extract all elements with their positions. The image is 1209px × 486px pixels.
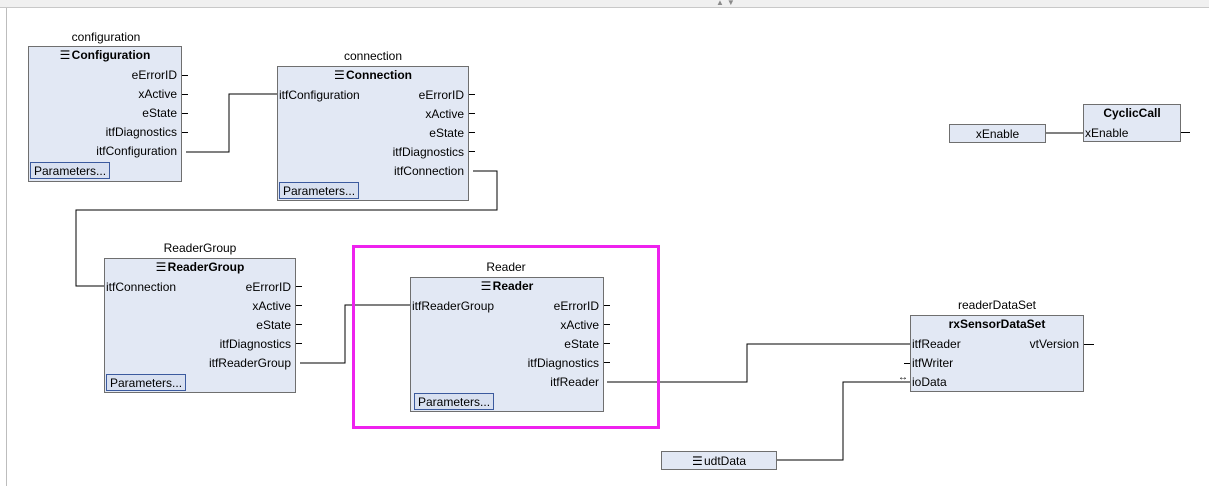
output-pin-xactive: xActive — [560, 318, 599, 332]
output-pin-xactive: xActive — [425, 107, 464, 121]
output-pin-itfconfiguration: itfConfiguration — [96, 144, 177, 158]
menu-icon[interactable]: ☰ — [480, 279, 492, 293]
input-pin-itfreadergroup: itfReaderGroup — [412, 299, 495, 313]
menu-icon[interactable]: ☰ — [59, 48, 71, 62]
editor-left-rule — [6, 8, 7, 486]
cyclic-call-block[interactable]: CyclicCall xEnable — [1083, 104, 1181, 142]
output-pin-itfreader: itfReader — [550, 375, 599, 389]
reader-block-title: ☰Reader — [480, 279, 534, 293]
connection-block[interactable]: ☰Connection itfConfiguration eErrorID xA… — [277, 66, 469, 201]
output-pin-itfdiagnostics: itfDiagnostics — [105, 125, 177, 139]
input-pin-itfconnection: itfConnection — [106, 280, 177, 294]
pin-stub — [1084, 344, 1094, 345]
pin-stub — [182, 94, 188, 95]
configuration-block[interactable]: ☰Configuration eErrorID xActive eState i… — [28, 46, 182, 182]
reader-instance-name: Reader — [486, 260, 526, 274]
menu-icon[interactable]: ☰ — [691, 454, 703, 468]
configuration-instance-name: configuration — [71, 30, 141, 44]
readergroup-block-title: ☰ReaderGroup — [155, 260, 245, 274]
connection-parameters-button[interactable]: Parameters... — [279, 182, 360, 199]
output-pin-itfdiagnostics: itfDiagnostics — [527, 356, 599, 370]
reader-parameters-button[interactable]: Parameters... — [414, 393, 495, 410]
pin-stub — [182, 75, 188, 76]
pin-stub — [296, 305, 302, 306]
pin-stub — [469, 94, 475, 95]
pin-stub — [182, 132, 188, 133]
output-pin-itfdiagnostics: itfDiagnostics — [392, 145, 464, 159]
readergroup-block[interactable]: ☰ReaderGroup itfConnection eErrorID xAct… — [104, 258, 296, 393]
output-pin-estate: eState — [429, 126, 464, 140]
reader-block[interactable]: ☰Reader itfReaderGroup eErrorID xActive … — [410, 277, 604, 412]
dataset-block-title: rxSensorDataSet — [948, 317, 1046, 331]
pin-stub — [469, 151, 475, 152]
output-pin-xactive: xActive — [138, 87, 177, 101]
pin-stub — [469, 132, 475, 133]
pin-stub — [296, 343, 302, 344]
xenable-variable[interactable]: xEnable — [949, 124, 1046, 143]
pin-stub — [182, 113, 188, 114]
wire-connection-to-readergroup — [75, 170, 498, 287]
wire-configuration-to-connection — [186, 93, 281, 153]
dataset-block[interactable]: rxSensorDataSet itfReader itfWriter ioDa… — [910, 315, 1084, 392]
collapse-arrows-icon[interactable]: ▲▼ — [716, 0, 738, 7]
menu-icon[interactable]: ☰ — [334, 68, 345, 82]
input-pin-itfwriter: itfWriter — [912, 356, 954, 370]
inout-arrow-icon: ↔ — [898, 372, 908, 383]
udtdata-variable[interactable]: ☰udtData — [661, 451, 777, 470]
readergroup-instance-name: ReaderGroup — [163, 241, 237, 255]
selection-highlight — [352, 245, 660, 429]
pin-stub — [296, 324, 302, 325]
menu-icon[interactable]: ☰ — [155, 260, 167, 274]
pin-stub — [904, 363, 910, 364]
pin-stub — [604, 305, 610, 306]
wire-udtdata-to-iodata — [777, 381, 913, 461]
output-pin-itfreadergroup: itfReaderGroup — [208, 356, 291, 370]
connection-block-title: ☰Connection — [334, 68, 412, 82]
pin-stub — [296, 286, 302, 287]
input-pin-itfreader: itfReader — [912, 337, 961, 351]
readergroup-parameters-button[interactable]: Parameters... — [106, 374, 187, 391]
wire-readergroup-to-reader — [300, 304, 413, 364]
input-pin-xenable: xEnable — [1085, 126, 1129, 140]
connection-instance-name: connection — [343, 49, 403, 63]
output-pin-eerrorid: eErrorID — [553, 299, 599, 313]
pin-stub — [469, 113, 475, 114]
output-pin-itfconnection: itfConnection — [393, 164, 464, 178]
output-pin-estate: eState — [256, 318, 291, 332]
output-pin-itfdiagnostics: itfDiagnostics — [219, 337, 291, 351]
output-pin-vtversion: vtVersion — [1029, 337, 1079, 351]
output-pin-estate: eState — [142, 106, 177, 120]
dataset-instance-name: readerDataSet — [957, 298, 1037, 312]
cyclic-call-block-title: CyclicCall — [1103, 106, 1161, 120]
output-pin-xactive: xActive — [252, 299, 291, 313]
output-pin-eerrorid: eErrorID — [131, 68, 177, 82]
pin-stub — [604, 343, 610, 344]
output-pin-eerrorid: eErrorID — [418, 88, 464, 102]
configuration-parameters-button[interactable]: Parameters... — [30, 162, 111, 179]
pin-stub — [604, 324, 610, 325]
editor-top-bar: ▲▼ — [0, 0, 1209, 8]
input-pin-itfconfiguration: itfConfiguration — [279, 88, 360, 102]
output-pin-eerrorid: eErrorID — [245, 280, 291, 294]
wire-reader-to-dataset — [607, 343, 913, 383]
output-pin-estate: eState — [564, 337, 599, 351]
input-pin-iodata: ioData — [912, 375, 947, 389]
pin-stub — [1181, 132, 1190, 133]
pin-stub — [604, 362, 610, 363]
configuration-block-title: ☰Configuration — [59, 48, 151, 62]
